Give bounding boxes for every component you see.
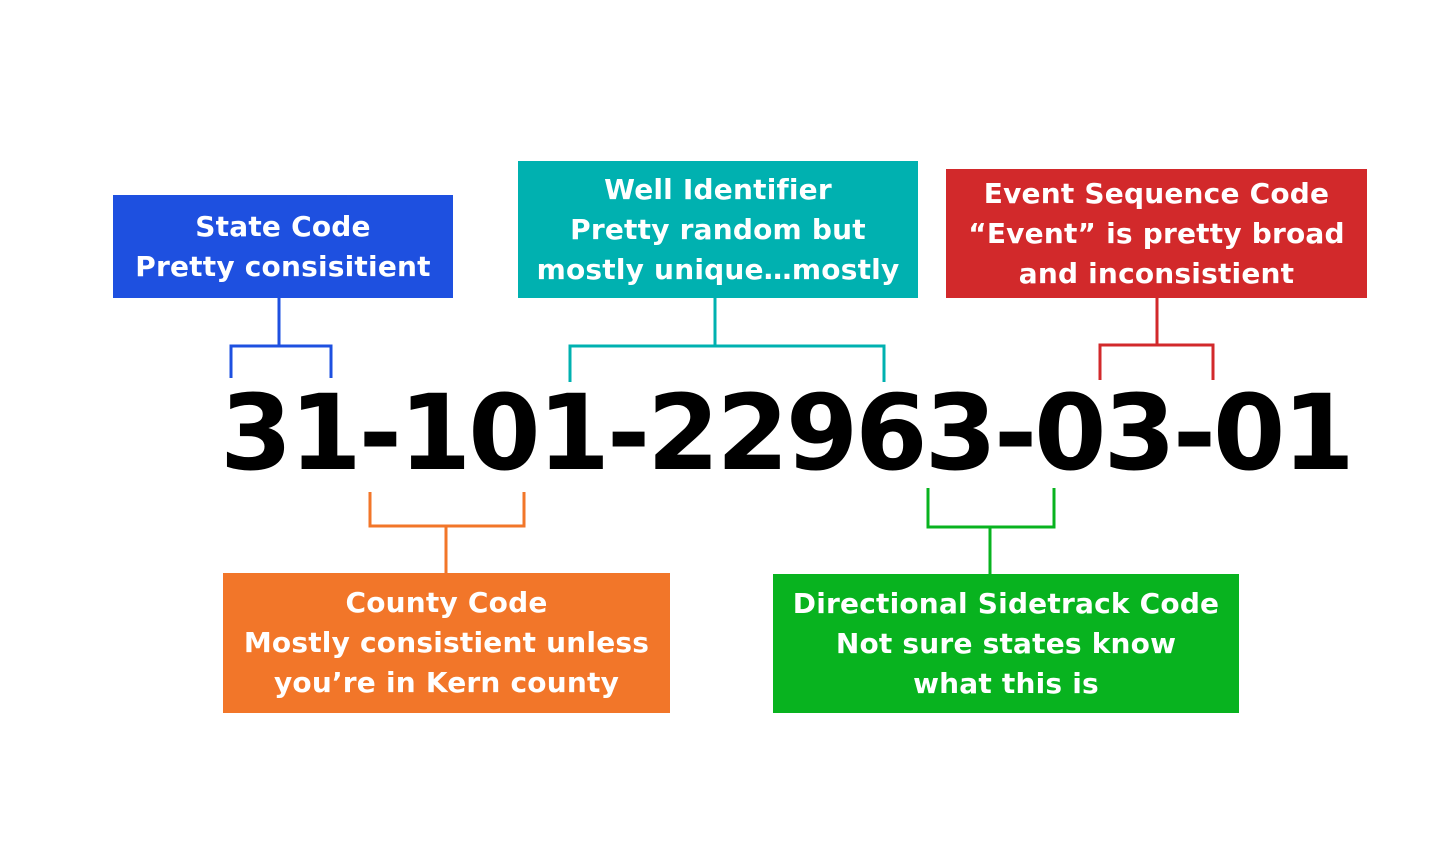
county-code-note-line-2: you’re in Kern county (273, 666, 620, 699)
county-code-title: County Code (345, 586, 548, 619)
event-sequence-code-title: Event Sequence Code (983, 176, 1330, 210)
event-sequence-code-note-line-1: “Event” is pretty broad (968, 216, 1345, 250)
state-code-note-line-1: Pretty consisitient (135, 249, 431, 283)
api-well-number: 31-101-22963-03-01 (220, 372, 1355, 494)
well-identifier-note-line-1: Pretty random but (570, 212, 866, 246)
state-bracket (229, 298, 333, 378)
directional-sidetrack-code-note-line-1: Not sure states know (835, 626, 1177, 660)
well-bracket (568, 298, 886, 382)
directional-bracket (926, 488, 1056, 574)
event-bracket (1098, 298, 1215, 380)
event-sequence-code-note-line-2: and inconsistient (1018, 256, 1295, 290)
well-identifier-title: Well Identifier (604, 172, 832, 206)
county-bracket (368, 492, 526, 573)
state-code-box: State Code Pretty consisitient (113, 195, 453, 298)
well-identifier-note-line-2: mostly unique…mostly (536, 252, 900, 286)
event-sequence-code-box: Event Sequence Code “Event” is pretty br… (946, 169, 1367, 298)
state-code-title: State Code (195, 209, 371, 243)
county-code-note-line-1: Mostly consistient unless (243, 626, 650, 659)
directional-sidetrack-code-box: Directional Sidetrack Code Not sure stat… (773, 574, 1239, 713)
well-identifier-box: Well Identifier Pretty random but mostly… (518, 161, 918, 298)
directional-sidetrack-code-title: Directional Sidetrack Code (792, 586, 1220, 620)
directional-sidetrack-code-note-line-2: what this is (913, 666, 1099, 700)
county-code-box: County Code Mostly consistient unless yo… (223, 573, 670, 713)
